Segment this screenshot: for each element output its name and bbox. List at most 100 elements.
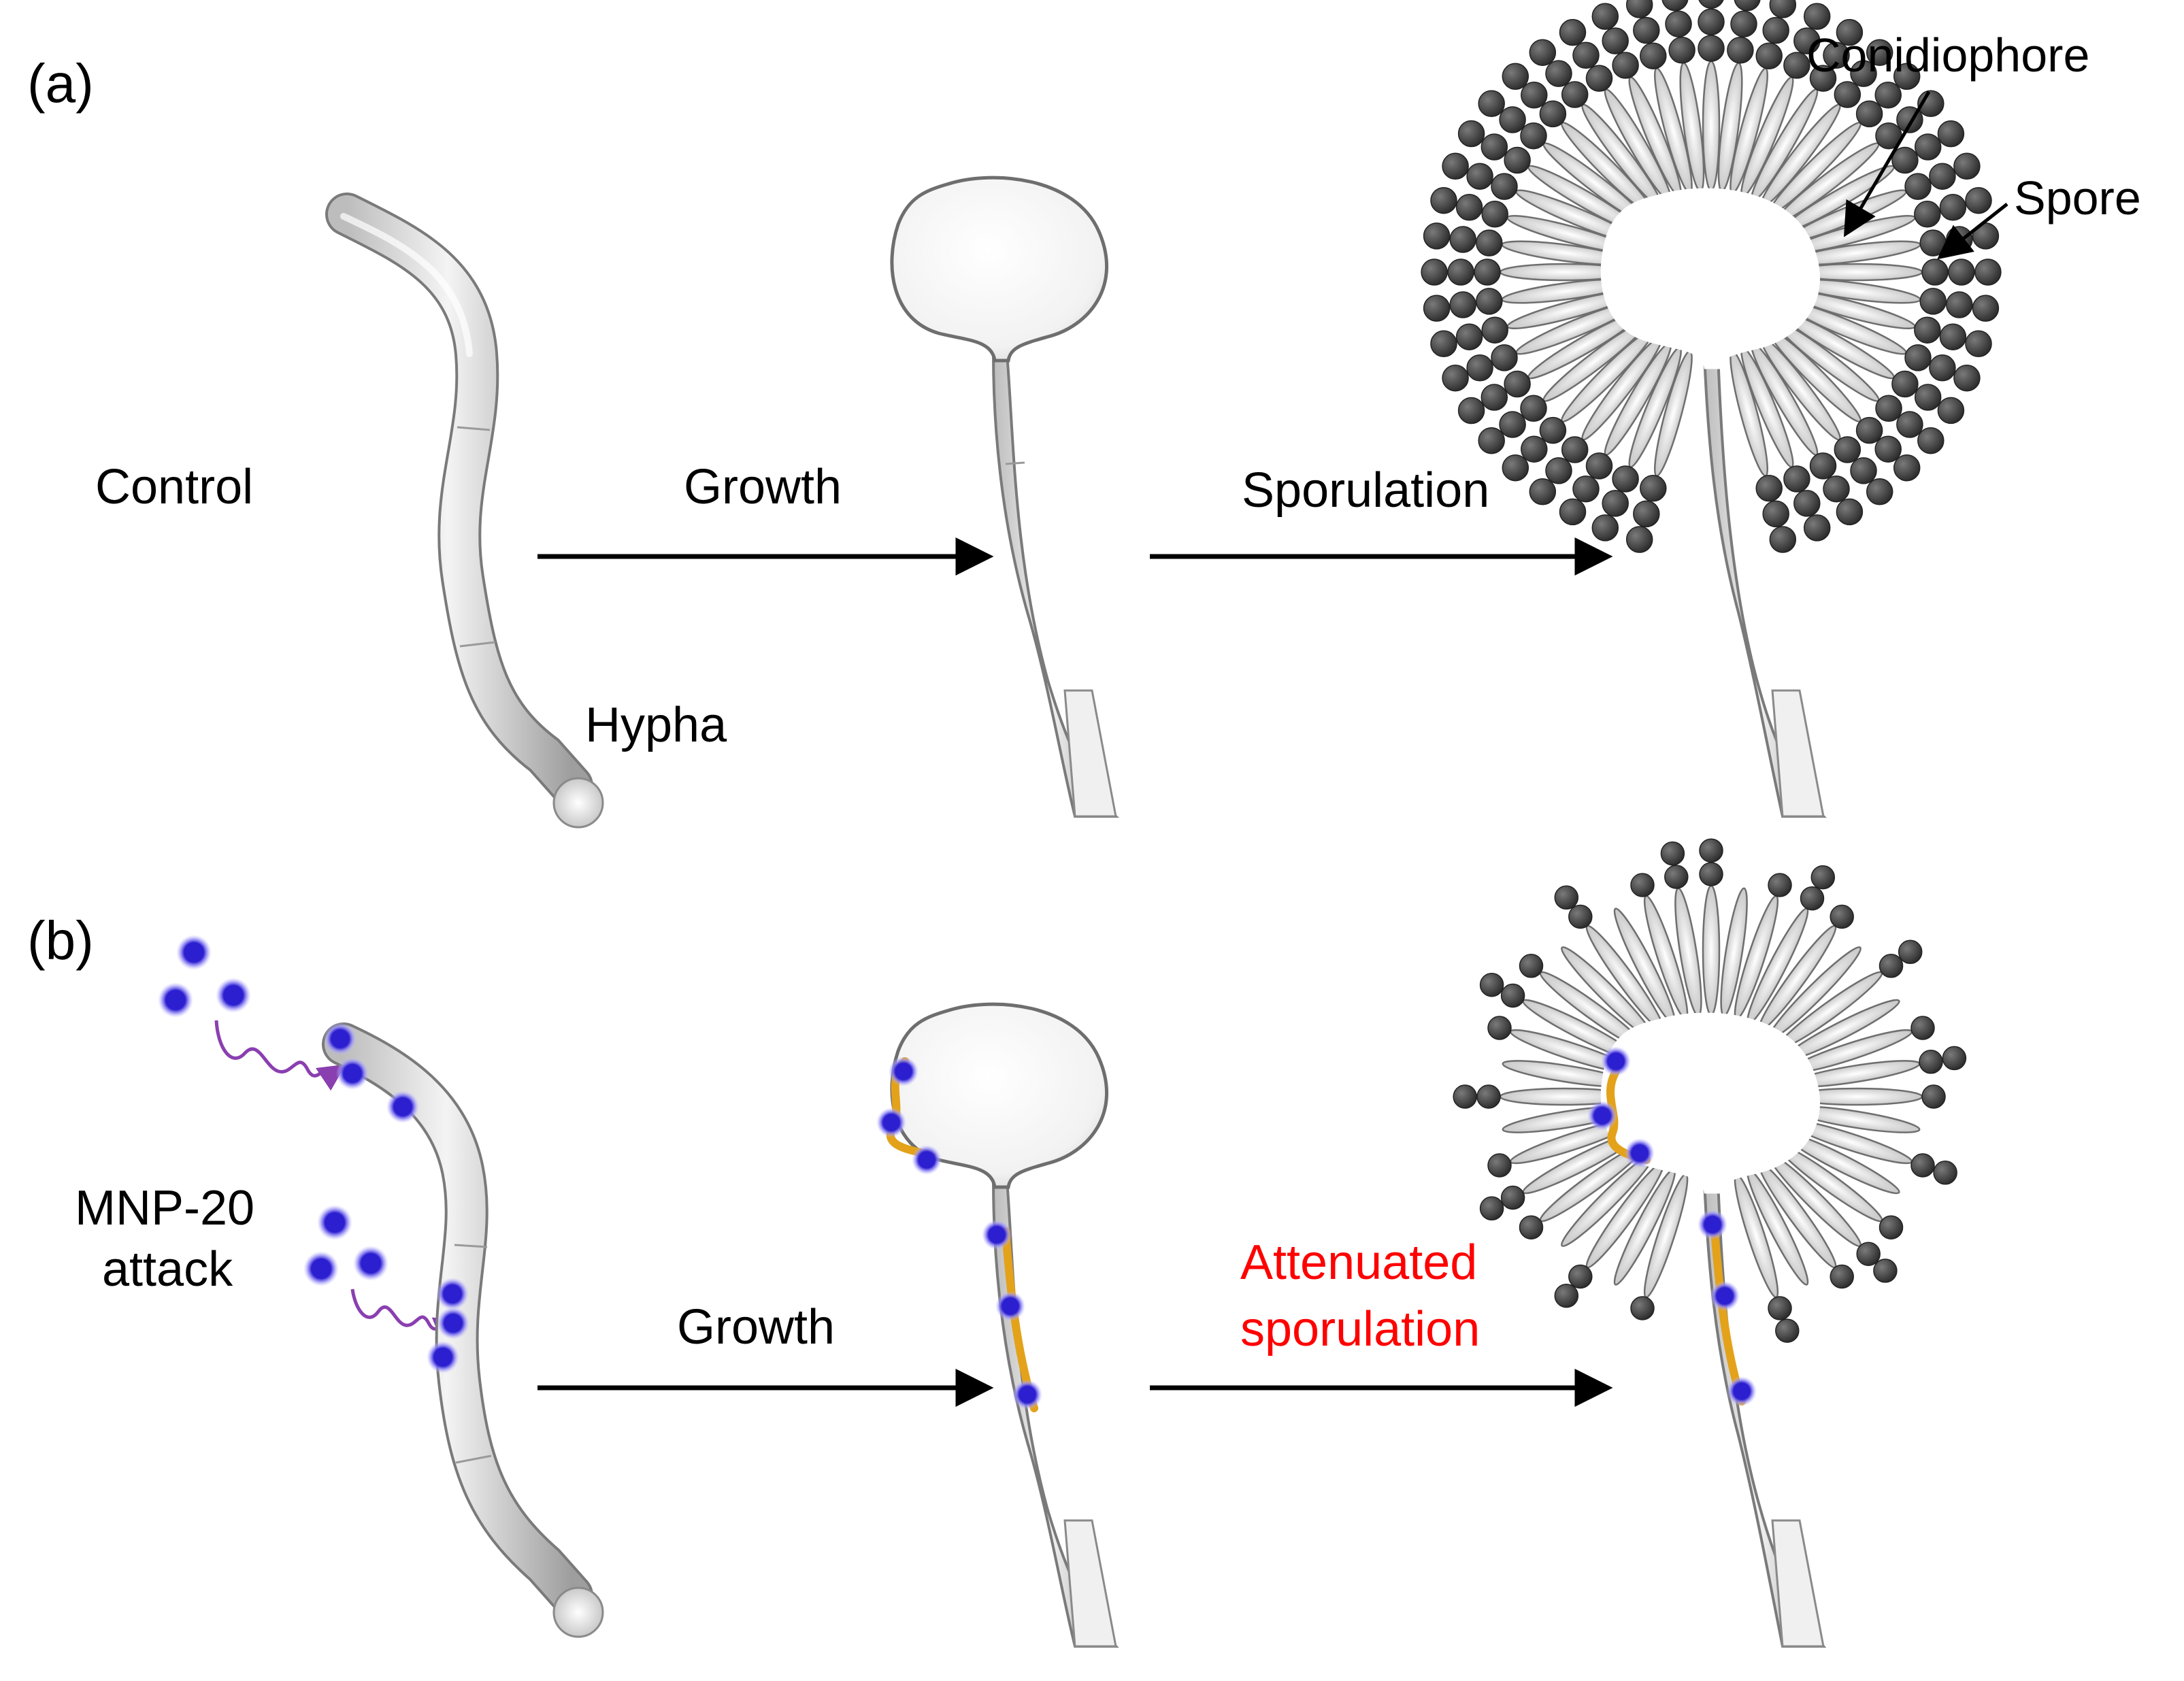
spore-icon bbox=[1879, 1215, 1904, 1239]
spore-icon bbox=[1539, 100, 1567, 128]
spore-icon bbox=[1585, 452, 1613, 480]
bound-nanoparticle-icon bbox=[324, 1022, 357, 1055]
spore-icon bbox=[1480, 133, 1508, 161]
spore-icon bbox=[1481, 201, 1508, 228]
spore-icon bbox=[1519, 954, 1544, 978]
hypha-label: Hypha bbox=[585, 698, 727, 752]
spore-icon bbox=[1660, 841, 1685, 866]
spore-icon bbox=[1919, 229, 1947, 256]
spore-icon bbox=[1554, 1283, 1579, 1308]
spore-icon bbox=[1810, 865, 1836, 890]
spore-icon bbox=[1783, 52, 1810, 79]
spore-icon bbox=[1809, 65, 1837, 92]
spore-icon bbox=[1866, 478, 1893, 505]
spore-icon bbox=[1762, 500, 1789, 528]
attack-label-line2: attack bbox=[102, 1242, 233, 1297]
spore-icon bbox=[1502, 454, 1529, 482]
spore-icon bbox=[1823, 475, 1850, 503]
bound-nanoparticle-icon bbox=[427, 1341, 459, 1374]
spore-icon bbox=[1423, 222, 1451, 250]
spore-icon bbox=[1803, 3, 1831, 30]
spore-icon bbox=[1602, 27, 1629, 54]
spore-icon bbox=[1479, 972, 1504, 997]
spore-label: Spore bbox=[2014, 171, 2141, 224]
spore-icon bbox=[1612, 52, 1639, 79]
spore-icon bbox=[1585, 65, 1613, 92]
spore-icon bbox=[1539, 416, 1567, 444]
attack-label-line1: MNP-20 bbox=[75, 1181, 254, 1235]
spore-pointer-icon bbox=[1937, 203, 2008, 260]
spore-icon bbox=[1561, 436, 1589, 463]
spore-icon bbox=[1500, 983, 1525, 1008]
spore-icon bbox=[1866, 39, 1893, 66]
spore-icon bbox=[1500, 1185, 1525, 1210]
spore-icon bbox=[1874, 82, 1902, 109]
spore-icon bbox=[1466, 163, 1493, 190]
spore-icon bbox=[1965, 186, 1992, 214]
bound-nanoparticle-icon bbox=[995, 1291, 1025, 1321]
panel-b-label: (b) bbox=[27, 910, 94, 971]
spore-icon bbox=[1476, 288, 1503, 315]
spore-icon bbox=[1625, 0, 1653, 18]
spore-icon bbox=[1455, 323, 1483, 350]
spore-icon bbox=[1836, 18, 1864, 46]
bound-nanoparticle-icon bbox=[437, 1307, 469, 1339]
spore-icon bbox=[1921, 259, 1949, 286]
spore-icon bbox=[1457, 120, 1485, 148]
spore-icon bbox=[1946, 291, 1973, 318]
spore-icon bbox=[1504, 146, 1531, 174]
spore-icon bbox=[1891, 146, 1919, 174]
spore-icon bbox=[1768, 873, 1792, 897]
spore-icon bbox=[1874, 435, 1902, 463]
spore-icon bbox=[1423, 295, 1451, 322]
spore-icon bbox=[1850, 457, 1877, 484]
spore-icon bbox=[1480, 384, 1508, 411]
spore-icon bbox=[1914, 384, 1942, 411]
spore-icon bbox=[1919, 288, 1947, 315]
spore-icon bbox=[1630, 873, 1655, 897]
spore-icon bbox=[1476, 1084, 1501, 1109]
bound-nanoparticle-icon bbox=[336, 1057, 369, 1090]
spore-icon bbox=[1910, 1153, 1935, 1178]
panel-b: (b) MNP-20 attack bbox=[27, 838, 1967, 1648]
mature-conidiophore-a bbox=[1421, 0, 2002, 818]
spore-icon bbox=[1914, 316, 1941, 344]
spore-icon bbox=[1455, 194, 1483, 221]
spore-icon bbox=[1904, 344, 1932, 371]
spore-icon bbox=[1661, 0, 1689, 12]
spore-icon bbox=[1457, 397, 1485, 425]
spore-icon bbox=[1919, 1050, 1943, 1074]
bound-nanoparticle-icon bbox=[982, 1220, 1012, 1250]
bound-nanoparticle-icon bbox=[1710, 1281, 1740, 1311]
nanoparticle-icon bbox=[303, 1251, 339, 1286]
bound-nanoparticle-icon bbox=[876, 1108, 906, 1137]
spore-icon bbox=[1479, 1196, 1504, 1221]
spore-icon bbox=[1834, 81, 1862, 108]
spore-icon bbox=[1698, 8, 1725, 35]
spore-icon bbox=[1421, 259, 1448, 286]
spore-icon bbox=[1875, 395, 1902, 422]
spore-icon bbox=[1942, 1046, 1967, 1071]
growth-label-a: Growth bbox=[684, 460, 842, 514]
spore-icon bbox=[1803, 514, 1831, 542]
spore-icon bbox=[1442, 364, 1469, 392]
spore-icon bbox=[1591, 3, 1619, 30]
spore-icon bbox=[1633, 500, 1660, 528]
spore-icon bbox=[1933, 1161, 1957, 1185]
spore-icon bbox=[1474, 259, 1501, 286]
spore-icon bbox=[1929, 163, 1956, 190]
spore-icon bbox=[1519, 1215, 1544, 1239]
spore-icon bbox=[1850, 60, 1877, 87]
spore-icon bbox=[1430, 330, 1457, 358]
spore-icon bbox=[1910, 1016, 1935, 1040]
bound-nanoparticle-icon bbox=[1601, 1046, 1631, 1076]
spore-icon bbox=[1430, 186, 1457, 214]
spore-icon bbox=[1668, 37, 1695, 64]
conidiophore-pointer-icon bbox=[1843, 90, 1931, 237]
nanoparticle-icon bbox=[176, 935, 212, 970]
spore-icon bbox=[1793, 490, 1821, 517]
spore-icon bbox=[1449, 226, 1476, 253]
attack-wave-icon bbox=[214, 1020, 346, 1091]
spore-icon bbox=[1447, 259, 1474, 286]
spore-icon bbox=[1699, 862, 1723, 886]
